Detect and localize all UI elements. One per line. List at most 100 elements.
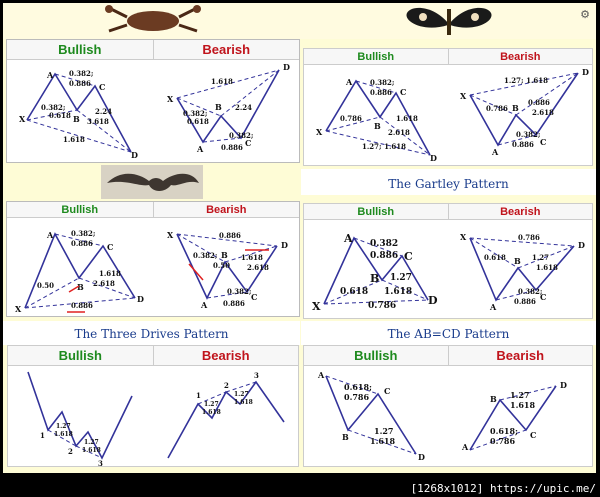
svg-text:1.618: 1.618 (536, 263, 558, 272)
svg-text:X: X (460, 232, 467, 242)
svg-text:0.886: 0.886 (71, 239, 93, 248)
svg-text:2.618: 2.618 (388, 128, 410, 137)
gartley-diagram: X A B C D 0.382; 0.886 0.786 1.618 2.618… (316, 67, 589, 163)
svg-text:0.786: 0.786 (518, 233, 540, 242)
crab-image (105, 5, 201, 33)
svg-text:1.618: 1.618 (384, 287, 412, 297)
svg-text:3: 3 (98, 459, 103, 468)
abcd-title-band: The AB=CD Pattern (301, 321, 596, 345)
svg-text:0.382: 0.382 (370, 239, 398, 249)
bat-pattern-panel: Bullish Bearish X A B C D 0.382; 0.886 0… (6, 201, 300, 317)
svg-text:B: B (73, 114, 80, 124)
svg-text:B: B (77, 282, 84, 292)
svg-text:0.618: 0.618 (187, 117, 209, 126)
svg-text:D: D (281, 240, 288, 250)
gartley-bullish-label: Bullish (304, 49, 449, 64)
svg-text:1.27; 1.618: 1.27; 1.618 (362, 142, 406, 151)
svg-text:D: D (418, 452, 425, 462)
svg-text:A: A (343, 232, 353, 245)
svg-text:1.618: 1.618 (82, 447, 101, 454)
svg-text:C: C (530, 430, 536, 440)
svg-text:0.382;: 0.382; (516, 130, 541, 139)
svg-text:A: A (345, 77, 353, 87)
svg-text:1.618: 1.618 (211, 77, 233, 86)
three-drives-bearish-label: Bearish (201, 348, 250, 363)
svg-text:0.886: 0.886 (528, 98, 550, 107)
svg-text:0.382;: 0.382; (193, 251, 218, 260)
spacer (301, 39, 596, 45)
bat-diagram: X A B C D 0.382; 0.886 0.50 1.618 2.618 … (15, 229, 288, 314)
abcd-diagram: A B C D 0.618; 0.786 1.27 1.618 A B C D … (317, 370, 567, 462)
svg-text:D: D (560, 380, 567, 390)
image-size-caption: [1268x1012] https://upic.me/ (410, 482, 596, 495)
svg-text:C: C (540, 292, 546, 302)
svg-text:C: C (99, 82, 105, 92)
svg-text:1.27: 1.27 (84, 439, 99, 446)
svg-text:X: X (167, 94, 174, 104)
svg-text:0.886: 0.886 (370, 251, 398, 261)
butterfly-image (406, 7, 492, 35)
svg-text:B: B (512, 103, 519, 113)
three-drives-title: The Three Drives Pattern (74, 327, 229, 341)
svg-text:X: X (15, 304, 22, 314)
crab-pattern-panel: Bullish Bearish X A B C D 0.382; 0.886 0… (6, 39, 300, 163)
svg-text:0.50: 0.50 (37, 281, 54, 290)
svg-text:0.382;: 0.382; (69, 69, 94, 78)
svg-text:0.382;: 0.382; (518, 287, 543, 296)
svg-text:D: D (582, 67, 589, 77)
svg-text:0.382;: 0.382; (370, 78, 395, 87)
svg-text:C: C (107, 242, 113, 252)
svg-text:0.786: 0.786 (368, 301, 396, 311)
svg-text:A: A (200, 300, 208, 310)
svg-text:1.27: 1.27 (204, 401, 219, 408)
abcd-bullish-label: Bullish (304, 346, 449, 365)
svg-text:A: A (46, 70, 54, 80)
abcd-title: The AB=CD Pattern (387, 327, 510, 341)
svg-text:1.618: 1.618 (234, 399, 253, 406)
svg-text:0.382;: 0.382; (71, 229, 96, 238)
svg-text:D: D (137, 294, 144, 304)
abcd-panel: Bullish Bearish A B C D 0.618; 0.786 1.2… (303, 345, 593, 467)
svg-text:C: C (540, 137, 546, 147)
abcd-bearish-label: Bearish (496, 348, 545, 363)
bat-bullish-label: Bullish (7, 202, 154, 217)
gartley-title: The Gartley Pattern (388, 177, 509, 191)
svg-text:2.618: 2.618 (532, 108, 554, 117)
svg-text:D: D (283, 62, 290, 72)
svg-text:1.27: 1.27 (390, 273, 412, 283)
svg-text:1.27: 1.27 (510, 390, 529, 400)
svg-text:X: X (19, 114, 26, 124)
svg-text:D: D (578, 240, 585, 250)
settings-icon[interactable]: ⚙ (580, 8, 590, 21)
three-drives-bullish-label: Bullish (8, 346, 154, 365)
svg-text:2.618: 2.618 (247, 263, 269, 272)
svg-text:1.618: 1.618 (396, 114, 418, 123)
svg-text:1.27; 1.618: 1.27; 1.618 (504, 76, 548, 85)
pattern-sheet: ⚙ Bullish Bearish X A B C D 0.382; 0.886… (3, 3, 596, 473)
gartley-title-band: The Gartley Pattern (301, 169, 596, 195)
three-drives-title-band: The Three Drives Pattern (3, 321, 300, 345)
gartley-large-diagram: X A B C D 0.382 0.886 0.618 1.27 1.618 0… (312, 232, 585, 313)
gartley-bearish-label: Bearish (500, 51, 541, 63)
svg-text:0.786: 0.786 (344, 392, 369, 402)
svg-text:D: D (131, 150, 138, 160)
svg-text:A: A (317, 370, 325, 380)
three-drives-diagram: 1 2 3 1.27 1.618 1.27 1.618 1 2 3 1.27 1… (27, 371, 285, 468)
gartley-large-bearish-label: Bearish (500, 206, 541, 218)
crab-bullish-label: Bullish (7, 40, 154, 59)
three-drives-panel: Bullish Bearish 1 2 3 1.27 1.618 1.27 1.… (7, 345, 299, 468)
svg-text:3.618: 3.618 (87, 117, 109, 126)
svg-text:0.382;: 0.382; (229, 131, 254, 140)
svg-text:2.618: 2.618 (93, 279, 115, 288)
svg-text:A: A (46, 230, 54, 240)
svg-text:1.618: 1.618 (54, 431, 73, 438)
svg-text:0.886: 0.886 (69, 79, 91, 88)
svg-text:1.618: 1.618 (370, 436, 395, 446)
svg-text:0.886: 0.886 (71, 301, 93, 310)
svg-text:1.27: 1.27 (374, 426, 393, 436)
bat-image (101, 165, 203, 199)
svg-text:C: C (404, 250, 413, 263)
svg-text:1.27: 1.27 (234, 391, 249, 398)
svg-text:1.618: 1.618 (202, 409, 221, 416)
svg-text:C: C (384, 386, 390, 396)
